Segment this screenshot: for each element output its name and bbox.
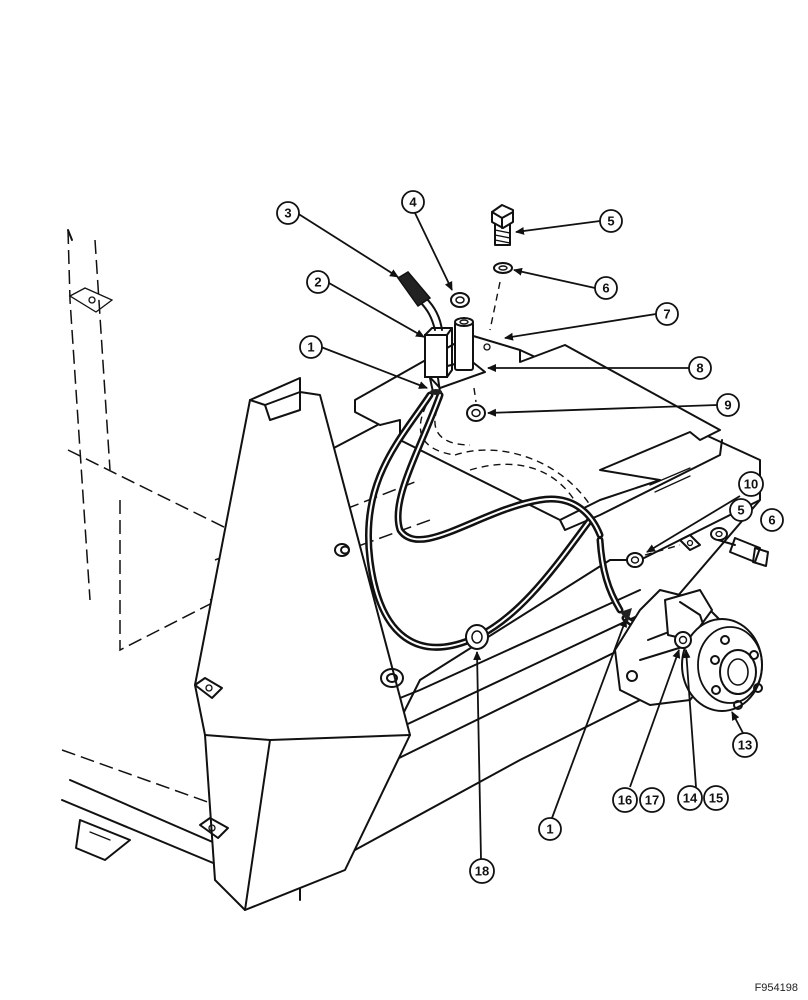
callout-5-right: 5: [729, 498, 753, 522]
leader-lines: [296, 212, 745, 860]
svg-text:6: 6: [768, 513, 775, 528]
svg-text:3: 3: [284, 206, 291, 221]
hardware: [450, 204, 514, 422]
svg-text:5: 5: [737, 503, 744, 518]
callout-17: 17: [639, 787, 665, 813]
svg-text:15: 15: [709, 791, 723, 806]
callout-10: 10: [738, 471, 764, 497]
svg-text:7: 7: [663, 307, 670, 322]
callout-2: 2: [306, 270, 330, 294]
svg-text:6: 6: [602, 281, 609, 296]
svg-text:16: 16: [618, 793, 632, 808]
hydraulic-hoses: [365, 391, 684, 651]
wheel-motor-assembly: [614, 527, 769, 712]
hose-grommet: [465, 624, 489, 650]
front-tower: [194, 377, 411, 911]
svg-text:4: 4: [409, 195, 417, 210]
svg-text:5: 5: [607, 214, 614, 229]
callout-18: 18: [469, 858, 495, 884]
svg-text:9: 9: [724, 398, 731, 413]
svg-text:10: 10: [744, 477, 758, 492]
svg-text:1: 1: [307, 340, 314, 355]
control-valve: [396, 271, 486, 395]
callout-1-valve: 1: [299, 335, 323, 359]
svg-text:1: 1: [546, 822, 553, 837]
callout-4: 4: [401, 190, 425, 214]
chassis-rails: [61, 449, 641, 901]
svg-text:8: 8: [696, 361, 703, 376]
callout-6-top: 6: [594, 276, 618, 300]
svg-text:18: 18: [475, 864, 489, 879]
callout-5-top: 5: [599, 209, 623, 233]
rear-frame: [67, 229, 219, 652]
callout-1-hose: 1: [538, 817, 562, 841]
callout-7: 7: [655, 302, 679, 326]
figure-id: F954198: [754, 982, 798, 994]
callout-3: 3: [276, 201, 300, 225]
callout-16: 16: [612, 787, 638, 813]
svg-text:17: 17: [645, 793, 659, 808]
callout-6-right: 6: [760, 508, 784, 532]
svg-text:14: 14: [683, 791, 698, 806]
callout-8: 8: [688, 356, 712, 380]
svg-text:2: 2: [314, 275, 321, 290]
callout-14: 14: [677, 785, 703, 811]
callout-15: 15: [703, 785, 729, 811]
callout-9: 9: [716, 393, 740, 417]
svg-text:13: 13: [738, 738, 752, 753]
callout-13: 13: [732, 732, 758, 758]
